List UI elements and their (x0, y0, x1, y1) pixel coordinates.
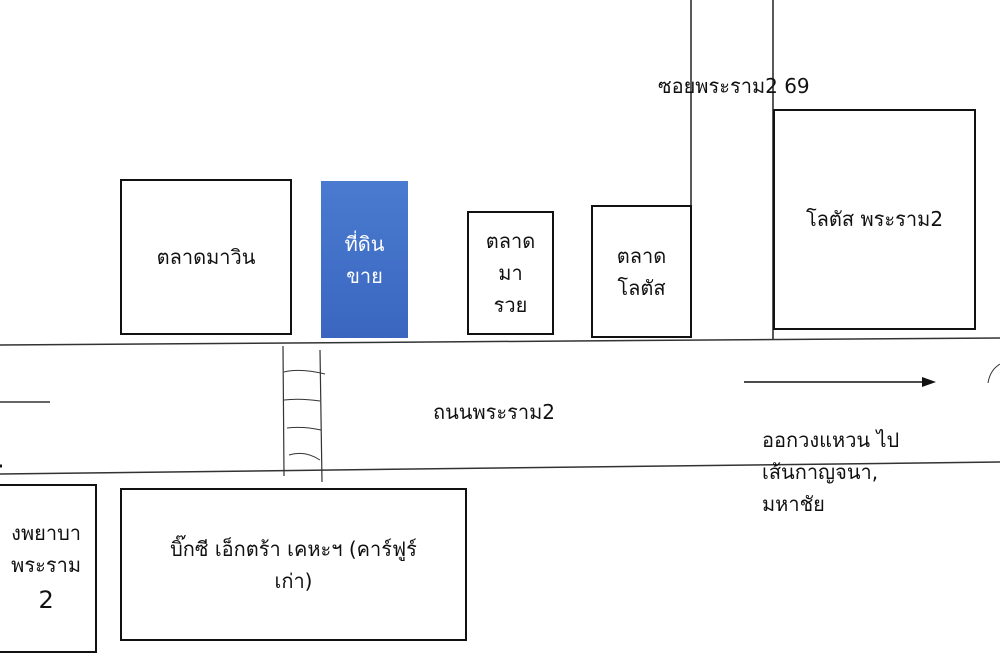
lotus-market-label: โลตัส (617, 275, 666, 300)
soi-label: ซอยพระราม2 69 (658, 74, 810, 98)
direction-line: เส้นกาญจนา, (762, 460, 879, 484)
hospital-label: 2 (38, 586, 54, 615)
mawin-market: ตลาดมาวิน (120, 179, 292, 335)
lotus-market: ตลาดโลตัส (591, 205, 692, 338)
hospital: งพยาบาพระราม 2 (0, 484, 97, 653)
road-top-edge (0, 337, 1000, 346)
direction-label: ออกวงแหวน ไป เส้นกาญจนา, มหาชัย (762, 424, 899, 520)
maruay-label: รวย (493, 293, 528, 317)
footbridge-icon (282, 345, 326, 483)
road-label: ถนนพระราม2 (433, 400, 556, 424)
maruay-market: ตลาดมารวย (467, 211, 554, 335)
lotus-rama2: โลตัส พระราม2 (773, 109, 976, 330)
bigc-label: เก่า) (274, 568, 313, 593)
u-turn-curve (987, 363, 1000, 384)
maruay-label: ตลาด (485, 229, 536, 253)
hospital-label: พระราม (11, 553, 81, 578)
direction-line: ออกวงแหวน ไป (762, 428, 900, 452)
plot-for-sale[interactable]: ที่ดินขาย (321, 181, 408, 338)
direction-arrow-icon (744, 377, 936, 387)
lotus-rama2-label: โลตัส พระราม2 (805, 207, 944, 231)
bigc-label: บิ๊กซี เอ็กตร้า เคหะฯ (คาร์ฟูร์ (170, 536, 417, 561)
plot-label: ขาย (346, 263, 383, 288)
hospital-label: งพยาบา (11, 521, 81, 546)
plot-label: ที่ดิน (344, 231, 385, 256)
maruay-label: มา (498, 261, 523, 285)
road-bottom-edge (0, 461, 1000, 475)
mawin-market-label: ตลาดมาวิน (156, 245, 256, 269)
direction-line: มหาชัย (762, 492, 825, 516)
bigc-extra: บิ๊กซี เอ็กตร้า เคหะฯ (คาร์ฟูร์เก่า) (120, 488, 467, 641)
lotus-market-label: ตลาด (616, 243, 667, 268)
